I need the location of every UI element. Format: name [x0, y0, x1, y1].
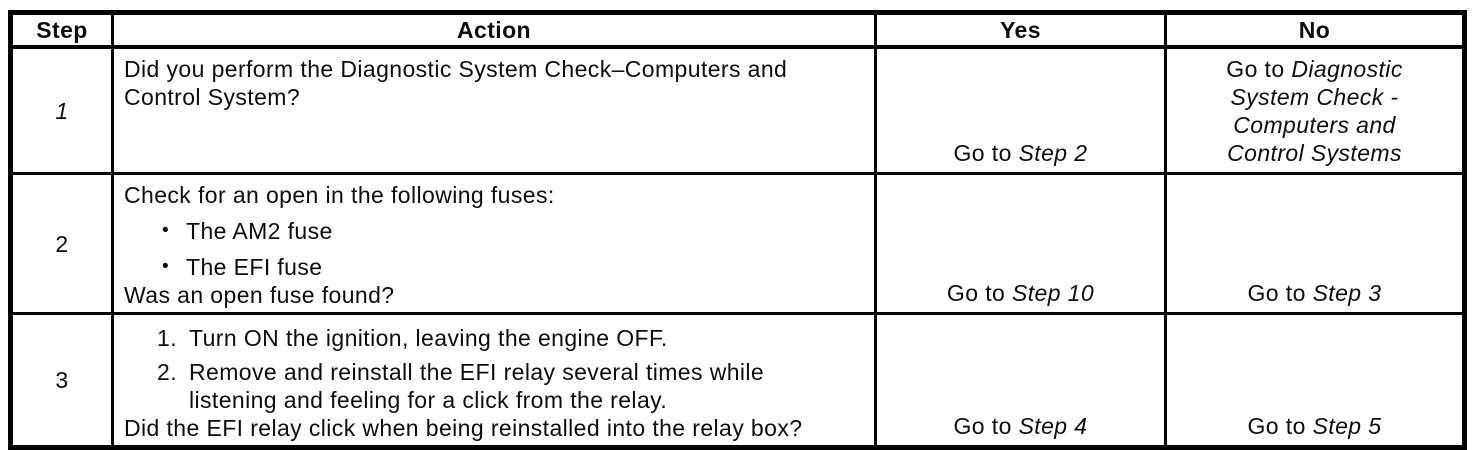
column-header-yes: Yes — [874, 11, 1167, 49]
action-question: Was an open fuse found? — [124, 282, 395, 308]
bullet-icon: • — [162, 256, 170, 277]
step-reference: Step 10 — [1011, 280, 1095, 306]
fuse-bullet-list: • The AM2 fuse • The EFI fuse — [124, 217, 866, 281]
instruction-text: Turn ON the ignition, leaving the engine… — [189, 325, 668, 351]
numbered-instruction-list: 1. Turn ON the ignition, leaving the eng… — [124, 324, 866, 414]
step-reference: Step 2 — [1018, 140, 1088, 166]
step-reference: Step 5 — [1312, 413, 1382, 439]
procedure-reference: Diagnostic System Check - Computers and … — [1227, 56, 1403, 166]
instruction-text: Remove and reinstall the EFI relay sever… — [189, 359, 765, 413]
no-instruction: Go to Step 3 — [1247, 280, 1382, 306]
yes-instruction: Go to Step 10 — [946, 280, 1095, 306]
action-cell: Did you perform the Diagnostic System Ch… — [111, 45, 877, 175]
no-cell: Go to Step 5 — [1164, 312, 1466, 449]
bullet-icon: • — [162, 220, 170, 241]
list-item: 2. Remove and reinstall the EFI relay se… — [124, 358, 866, 414]
step-number: 3 — [9, 312, 114, 449]
step-number: 1 — [9, 45, 114, 175]
yes-cell: Go to Step 4 — [874, 312, 1167, 449]
list-number: 1. — [157, 325, 177, 351]
diagnostic-table: Step Action Yes No 1 Did you perform the… — [8, 10, 1467, 450]
table-row-step-2: 2 Check for an open in the following fus… — [9, 172, 1466, 315]
list-number: 2. — [157, 359, 177, 385]
step-reference: Step 3 — [1312, 280, 1382, 306]
yes-cell: Go to Step 2 — [874, 45, 1167, 175]
yes-cell: Go to Step 10 — [874, 172, 1167, 315]
list-item: • The EFI fuse — [124, 253, 866, 281]
list-item: 1. Turn ON the ignition, leaving the eng… — [124, 324, 866, 352]
no-instruction: Go to Diagnostic System Check - Computer… — [1226, 56, 1403, 166]
bullet-text: The EFI fuse — [186, 254, 323, 280]
list-item: • The AM2 fuse — [124, 217, 866, 245]
yes-instruction: Go to Step 2 — [953, 140, 1088, 166]
action-cell: Check for an open in the following fuses… — [111, 172, 877, 315]
no-instruction: Go to Step 5 — [1247, 413, 1382, 439]
table-header-row: Step Action Yes No — [9, 11, 1466, 49]
column-header-step: Step — [9, 11, 114, 49]
column-header-no: No — [1164, 11, 1466, 49]
action-intro: Check for an open in the following fuses… — [124, 182, 555, 208]
action-cell: 1. Turn ON the ignition, leaving the eng… — [111, 312, 877, 449]
bullet-text: The AM2 fuse — [186, 218, 333, 244]
step-number: 2 — [9, 172, 114, 315]
step-reference: Step 4 — [1018, 413, 1088, 439]
column-header-action: Action — [111, 11, 877, 49]
no-cell: Go to Step 3 — [1164, 172, 1466, 315]
table-row-step-1: 1 Did you perform the Diagnostic System … — [9, 45, 1466, 175]
action-question: Did the EFI relay click when being reins… — [124, 415, 803, 441]
action-question: Did you perform the Diagnostic System Ch… — [124, 56, 788, 110]
no-cell: Go to Diagnostic System Check - Computer… — [1164, 45, 1466, 175]
yes-instruction: Go to Step 4 — [953, 413, 1088, 439]
table-row-step-3: 3 1. Turn ON the ignition, leaving the e… — [9, 312, 1466, 449]
